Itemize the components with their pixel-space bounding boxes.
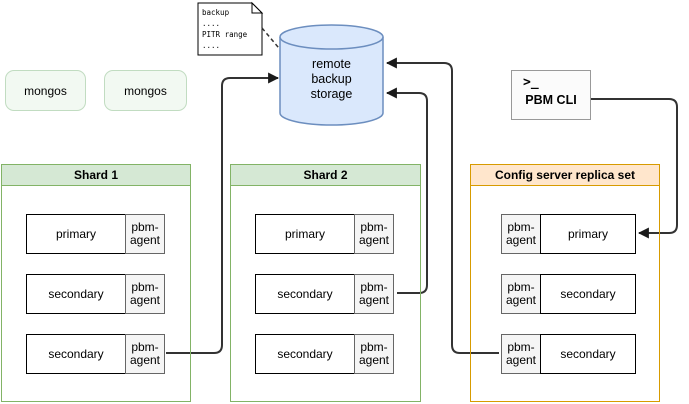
config-pbm-agent-1: pbm-agent bbox=[501, 214, 541, 254]
config-secondary-box-1: secondary bbox=[540, 274, 636, 314]
note-icon bbox=[197, 1, 264, 56]
mongos-box-1: mongos bbox=[5, 70, 86, 111]
mongos-label: mongos bbox=[124, 83, 167, 98]
shard1-primary-box: primary bbox=[26, 214, 126, 254]
shard1-header: Shard 1 bbox=[2, 165, 190, 186]
arrow-config-agent-to-storage bbox=[385, 57, 499, 354]
shard2-secondary-box-2: secondary bbox=[255, 334, 355, 374]
shard2-pbm-agent-2: pbm-agent bbox=[354, 274, 394, 314]
shard2-header: Shard 2 bbox=[231, 165, 420, 186]
shard1-pbm-agent-1: pbm-agent bbox=[125, 214, 165, 254]
note-line: backup bbox=[202, 8, 230, 17]
shard2-pbm-agent-3: pbm-agent bbox=[354, 334, 394, 374]
shard1-pbm-agent-3: pbm-agent bbox=[125, 334, 165, 374]
shard1-pbm-agent-2: pbm-agent bbox=[125, 274, 165, 314]
arrow-pbm-cli-to-config-primary bbox=[591, 98, 678, 239]
shard2-pbm-agent-1: pbm-agent bbox=[354, 214, 394, 254]
shard1-panel: Shard 1 primary pbm-agent secondary pbm-… bbox=[1, 164, 191, 402]
pbm-cli-label: PBM CLI bbox=[525, 93, 577, 107]
pbm-cli-box: >_ PBM CLI bbox=[511, 70, 591, 120]
shard1-secondary-box-1: secondary bbox=[26, 274, 126, 314]
shard2-primary-box: primary bbox=[255, 214, 355, 254]
shard2-panel: Shard 2 primary pbm-agent secondary pbm-… bbox=[230, 164, 421, 402]
config-server-header: Config server replica set bbox=[471, 165, 659, 186]
note-line: .... bbox=[202, 41, 221, 50]
note-line: PITR range bbox=[202, 30, 248, 39]
config-pbm-agent-3: pbm-agent bbox=[501, 334, 541, 374]
note-to-storage-dashed-line bbox=[261, 27, 295, 67]
database-cylinder-icon bbox=[279, 24, 384, 126]
mongos-box-2: mongos bbox=[104, 70, 187, 111]
arrow-shard2-agent-to-storage bbox=[385, 87, 428, 294]
config-secondary-box-2: secondary bbox=[540, 334, 636, 374]
terminal-prompt-icon: >_ bbox=[523, 75, 539, 90]
note-text: backup .... PITR range .... bbox=[202, 7, 260, 51]
remote-backup-storage-label: remote backup storage bbox=[310, 57, 353, 101]
shard2-secondary-box-1: secondary bbox=[255, 274, 355, 314]
shard1-secondary-box-2: secondary bbox=[26, 334, 126, 374]
arrow-shard1-agent-to-storage bbox=[166, 72, 280, 354]
config-server-panel: Config server replica set pbm-agent prim… bbox=[470, 164, 660, 402]
config-pbm-agent-2: pbm-agent bbox=[501, 274, 541, 314]
note-line: .... bbox=[202, 19, 221, 28]
config-primary-box: primary bbox=[540, 214, 636, 254]
mongos-label: mongos bbox=[24, 83, 67, 98]
